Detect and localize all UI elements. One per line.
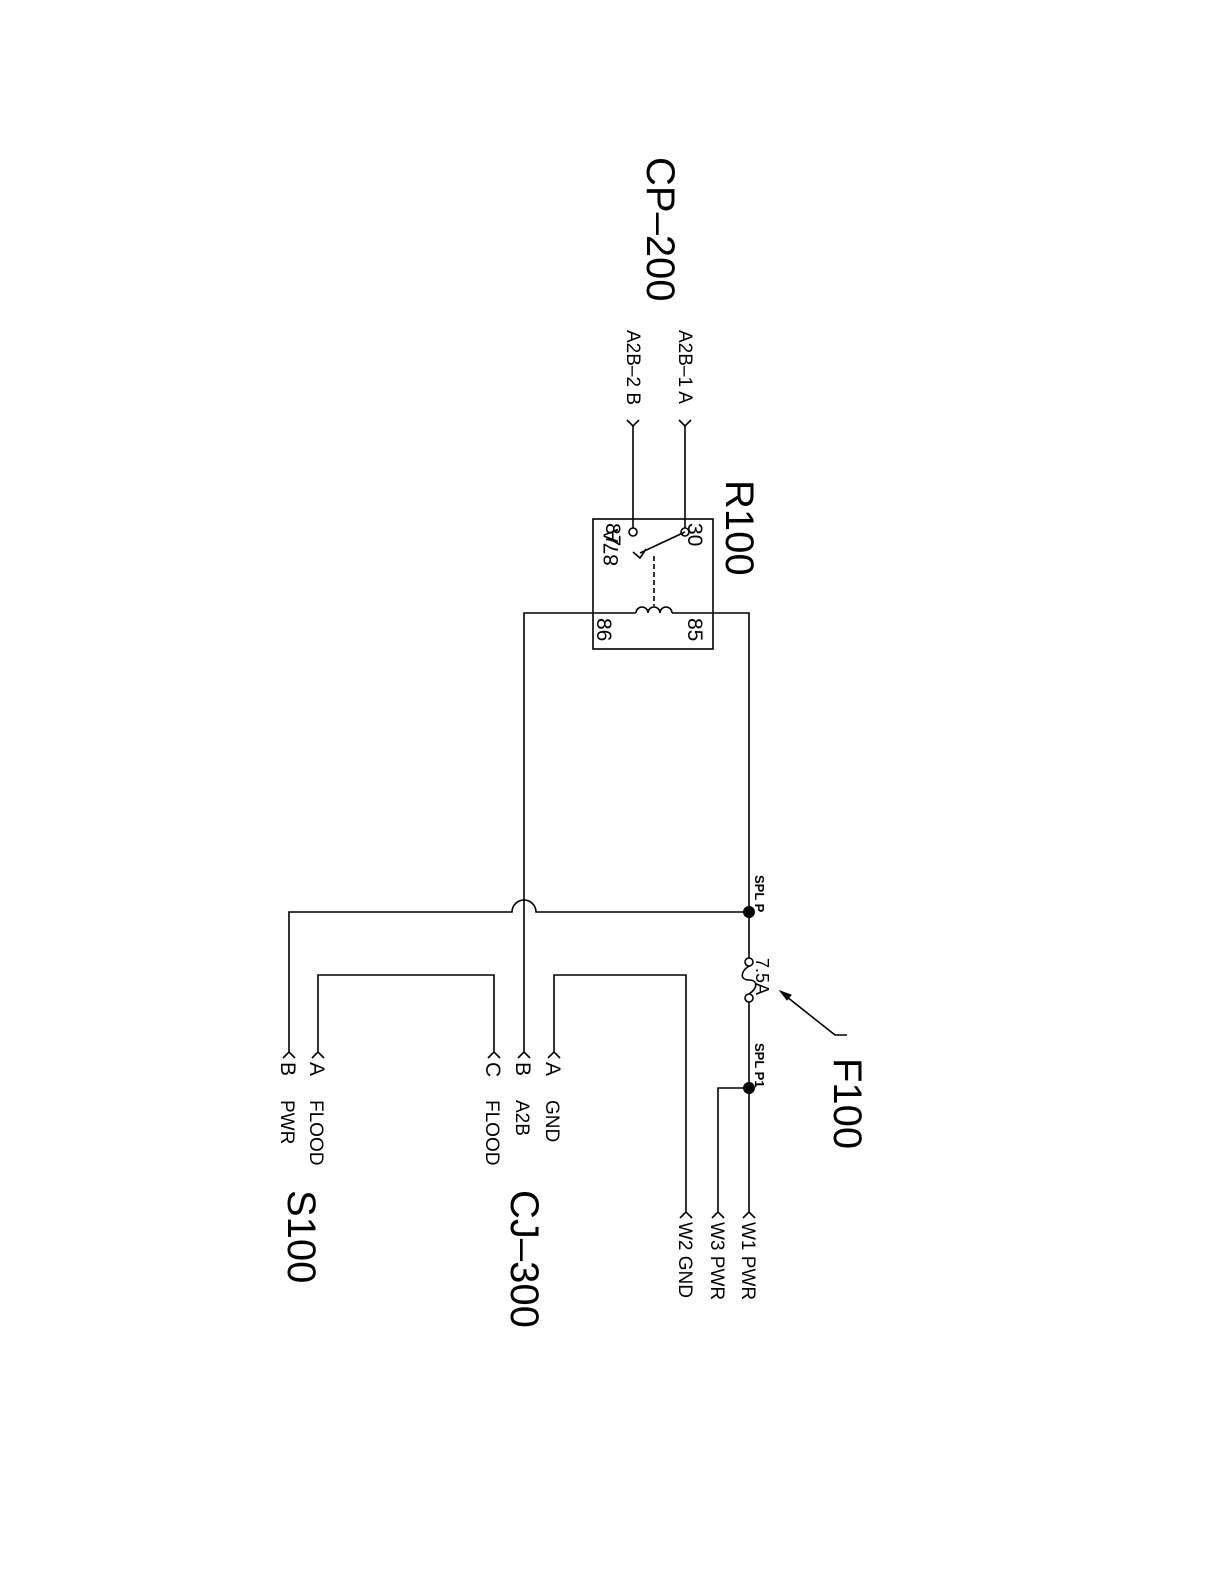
w3-pwr-label: W3 PWR <box>706 1222 727 1300</box>
s100-pin-b: B <box>276 1062 299 1076</box>
cj300-pin-c: C <box>481 1062 504 1077</box>
cp200-pin-a-marker <box>679 420 691 426</box>
fuse-terminal-bottom <box>745 994 753 1002</box>
wire-cj300-a-to-w2 <box>554 975 686 1212</box>
wire-splice-p-to-s100-b <box>289 900 749 1052</box>
fuse-rating-label: 7.5A <box>752 958 772 995</box>
w1-pwr-label: W1 PWR <box>737 1222 758 1300</box>
s100-signal-pwr: PWR <box>276 1100 297 1144</box>
cp200-label: CP–200 <box>638 157 682 302</box>
w1-marker <box>743 1212 755 1218</box>
cj300-signal-flood: FLOOD <box>481 1100 502 1165</box>
fuse-terminal-top <box>745 958 753 966</box>
cj300-pin-c-marker <box>488 1052 500 1058</box>
splice-p1-label: SPL P1 <box>752 1043 767 1088</box>
cj300-pin-a: A <box>541 1062 564 1076</box>
wire-r100-85-to-splice-p <box>713 613 749 912</box>
s100-signal-flood: FLOOD <box>305 1100 326 1165</box>
splice-p-label: SPL P <box>752 875 767 913</box>
s100-pin-a-marker <box>312 1052 324 1058</box>
w2-marker <box>680 1212 692 1218</box>
cj300-pin-b-marker <box>518 1052 530 1058</box>
cp200-pin-b-label: A2B–2 B <box>622 330 643 405</box>
r100-coil <box>636 607 672 613</box>
wire-cj300-c-to-s100-a <box>318 975 494 1052</box>
r100-pin-86: 86 <box>592 618 615 641</box>
cj300-pin-a-marker <box>548 1052 560 1058</box>
r100-switch-arm <box>640 532 685 553</box>
s100-pin-b-marker <box>283 1052 295 1058</box>
f100-leader-line <box>782 993 847 1035</box>
r100-pin-30: 30 <box>683 523 706 546</box>
cp200-pin-a-label: A2B–1 A <box>674 330 695 404</box>
cp200-pin-b-marker <box>627 420 639 426</box>
r100-pin-87a: 87A <box>600 529 623 566</box>
wire-splice-p1-to-w3 <box>718 1088 749 1212</box>
cj300-signal-gnd: GND <box>541 1100 562 1142</box>
s100-label: S100 <box>279 1190 323 1283</box>
wire-r100-86-to-cj300-b <box>524 613 593 1052</box>
r100-contact-87 <box>629 528 637 536</box>
cj300-pin-b: B <box>511 1062 534 1076</box>
cj300-label: CJ–300 <box>502 1190 546 1328</box>
f100-label: F100 <box>825 1058 869 1149</box>
w2-gnd-label: W2 GND <box>674 1222 695 1298</box>
cj300-signal-a2b: A2B <box>511 1100 532 1136</box>
r100-pin-85: 85 <box>683 618 706 641</box>
w3-marker <box>712 1212 724 1218</box>
r100-label: R100 <box>717 480 761 576</box>
s100-pin-a: A <box>305 1062 328 1076</box>
